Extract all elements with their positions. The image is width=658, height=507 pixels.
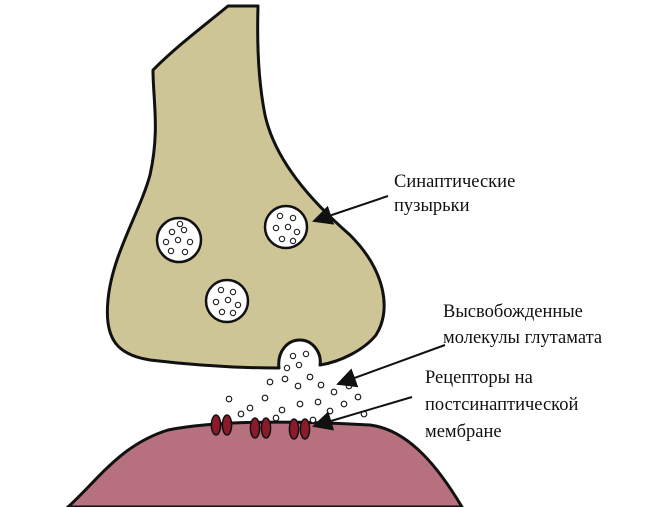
- vesicles-arrow: [314, 196, 388, 221]
- presynaptic-terminal: [107, 6, 384, 368]
- fusing-vesicle-molecules: [284, 351, 308, 370]
- synaptic-vesicle: [265, 206, 307, 248]
- label-receptors-line-2: постсинаптической: [425, 395, 578, 415]
- label-receptors-line-1: Рецепторы на: [425, 368, 533, 388]
- label-vesicles-line-2: пузырьки: [394, 196, 470, 216]
- synaptic-vesicle: [206, 280, 248, 322]
- label-vesicles-line-1: Синаптические: [394, 172, 515, 192]
- label-glutamate-line-1: Высвобожденные: [443, 302, 583, 322]
- label-glutamate: Высвобожденные молекулы глутамата: [443, 302, 602, 348]
- synaptic-vesicle: [157, 218, 201, 262]
- label-receptors: Рецепторы на постсинаптической мембране: [425, 368, 578, 442]
- label-glutamate-line-2: молекулы глутамата: [443, 328, 602, 348]
- label-receptors-line-3: мембране: [425, 422, 502, 442]
- label-vesicles: Синаптические пузырьки: [394, 172, 515, 216]
